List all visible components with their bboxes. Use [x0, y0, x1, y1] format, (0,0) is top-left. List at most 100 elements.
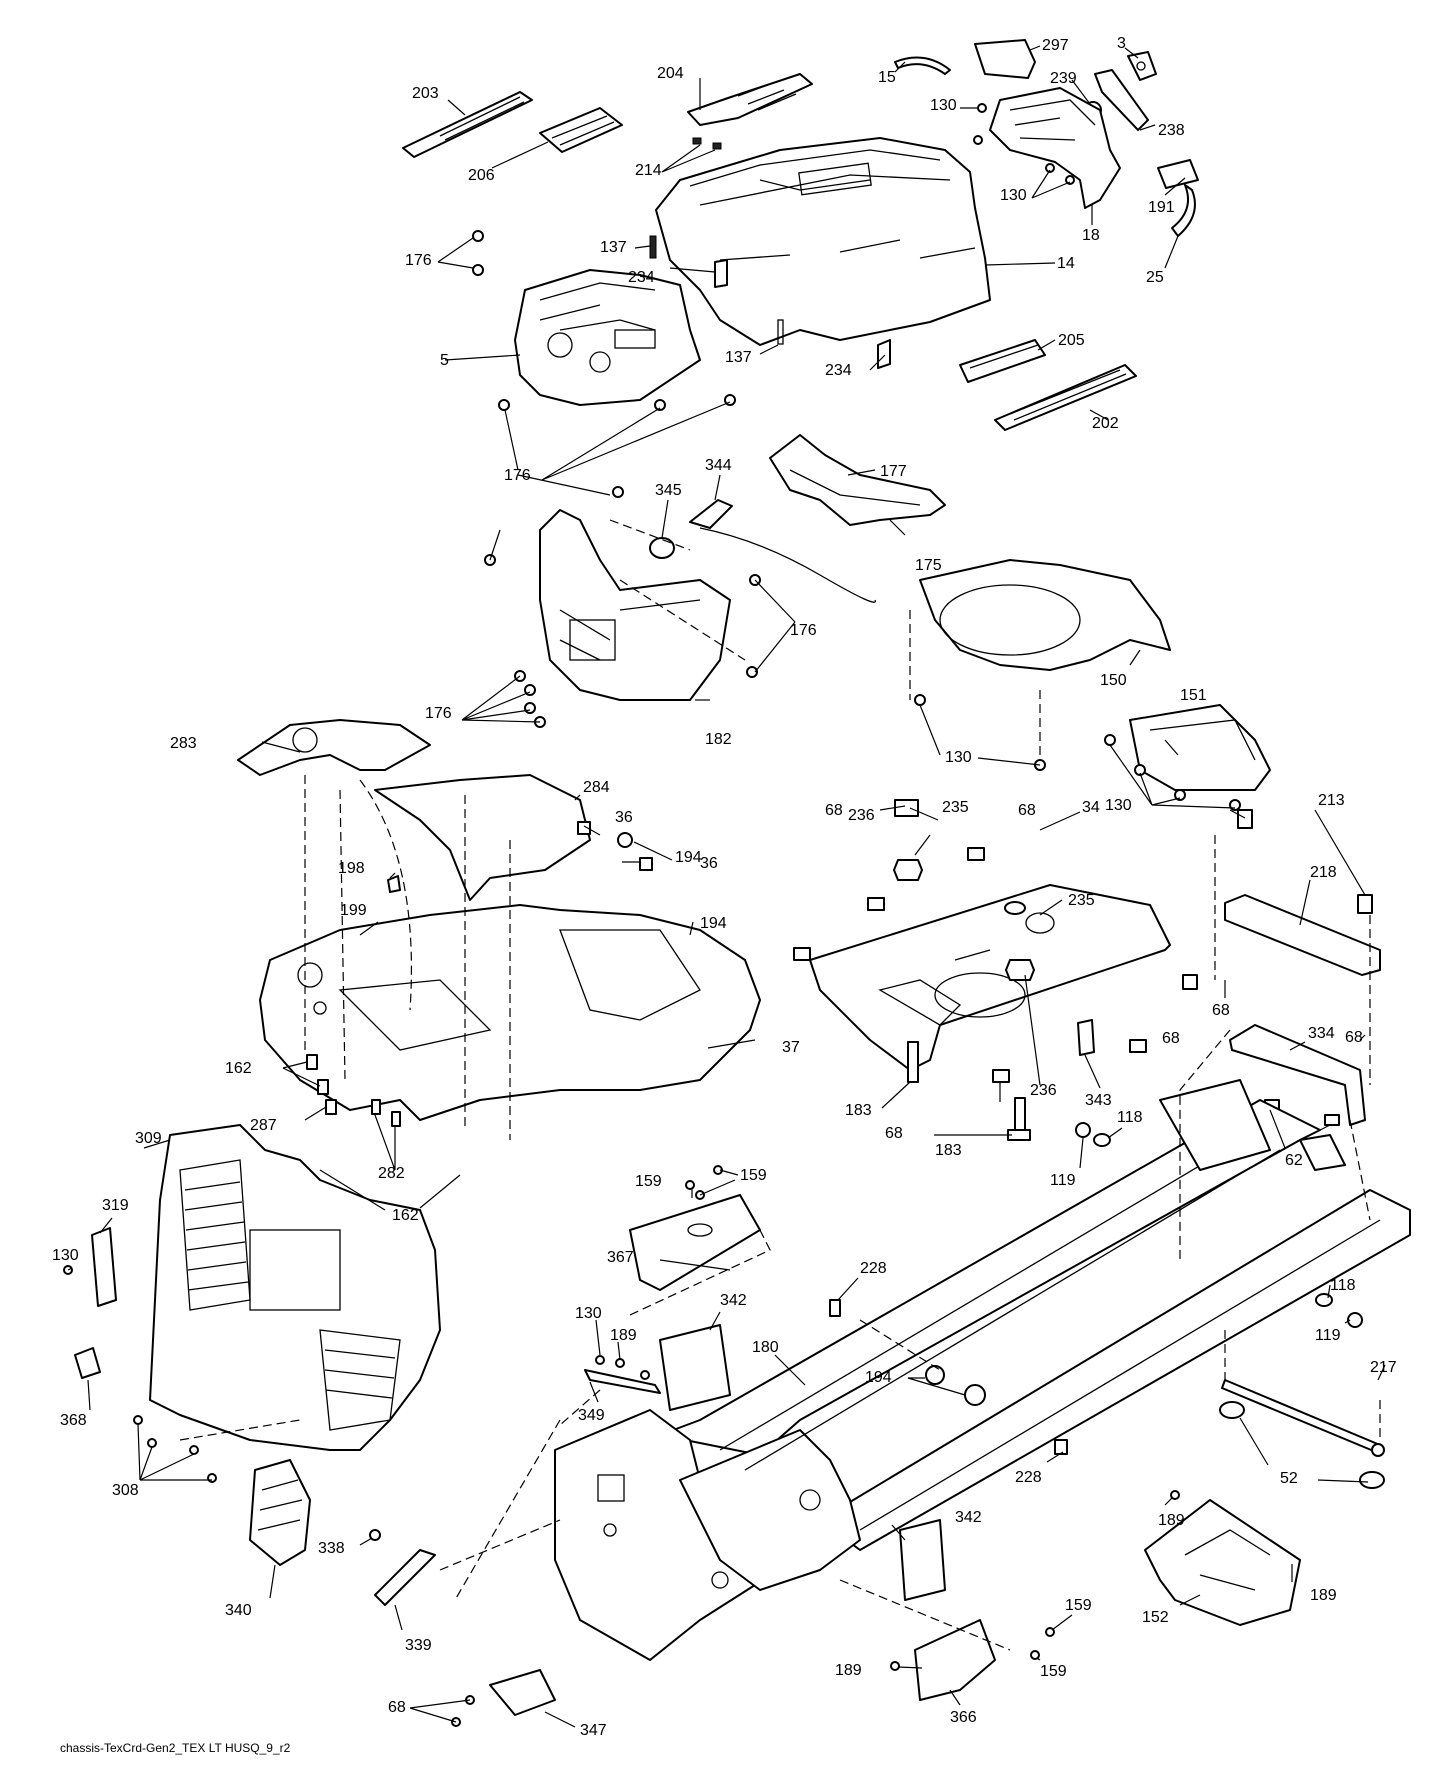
part-191-cap: [1157, 159, 1199, 189]
part-213-bolts: [1237, 809, 1373, 914]
part-119-nuts: [1075, 1122, 1363, 1328]
label-176d: 176: [425, 705, 452, 722]
label-130a: 130: [930, 97, 957, 114]
label-137b: 137: [725, 349, 752, 366]
label-25: 25: [1146, 269, 1164, 286]
part-14-hood: [655, 137, 991, 346]
part-283-fender-top: [237, 719, 431, 776]
label-175: 175: [915, 557, 942, 574]
label-130f: 130: [575, 1305, 602, 1322]
part-284-seat: [374, 774, 591, 901]
part-52-bushings: [1219, 1401, 1385, 1489]
label-309: 309: [135, 1130, 162, 1147]
part-234-pad: [714, 259, 891, 369]
label-162a: 162: [225, 1060, 252, 1077]
label-194a: 194: [675, 849, 702, 866]
part-342-bracket-lower: [899, 1519, 946, 1601]
label-338: 338: [318, 1540, 345, 1557]
label-214: 214: [635, 162, 662, 179]
label-366: 366: [950, 1709, 977, 1726]
label-234b: 234: [825, 362, 852, 379]
label-205: 205: [1058, 332, 1085, 349]
label-189a: 189: [610, 1327, 637, 1344]
part-297-cap: [974, 39, 1036, 79]
label-342a: 342: [720, 1292, 747, 1309]
part-150-shroud: [919, 559, 1171, 671]
part-137-strip: [649, 235, 784, 345]
part-287-bolt: [325, 1099, 337, 1115]
part-205-grille: [959, 339, 1046, 383]
label-308: 308: [112, 1482, 139, 1499]
part-319-pad: [91, 1227, 117, 1307]
label-191: 191: [1148, 199, 1175, 216]
label-176b: 176: [504, 467, 531, 484]
part-368-pad: [74, 1347, 101, 1379]
part-347-bracket: [451, 1669, 556, 1727]
label-183a: 183: [845, 1102, 872, 1119]
label-68f: 68: [885, 1125, 903, 1142]
part-339-lever: [374, 1549, 436, 1606]
label-118a: 118: [1117, 1109, 1143, 1126]
label-62: 62: [1285, 1152, 1303, 1169]
label-5: 5: [440, 352, 449, 369]
label-34: 34: [1082, 799, 1100, 816]
part-3-emblem: [1127, 51, 1157, 81]
part-25-strap: [1171, 184, 1196, 237]
label-151: 151: [1180, 687, 1207, 704]
part-5-dash: [514, 269, 701, 406]
label-152: 152: [1142, 1609, 1169, 1626]
part-366-bracket: [914, 1619, 996, 1701]
label-203: 203: [412, 85, 439, 102]
label-68a: 68: [825, 802, 843, 819]
label-283: 283: [170, 735, 197, 752]
label-68g: 68: [388, 1699, 406, 1716]
part-343-clip: [1077, 1019, 1095, 1056]
part-349-strap: [584, 1369, 661, 1394]
part-labels: 3 5 14 15 18 25 34 36 36 37 52 62 68 68 …: [52, 35, 1397, 1739]
label-68e: 68: [1162, 1030, 1180, 1047]
label-177: 177: [880, 463, 907, 480]
part-194-nuts-frame: [925, 1365, 986, 1406]
label-137a: 137: [600, 239, 627, 256]
part-309-front-panel: [149, 1124, 441, 1451]
part-175-bracket: [769, 434, 946, 526]
part-198-clip: [387, 875, 401, 893]
leader-lines: [67, 45, 1386, 1728]
part-180-frame: [554, 1079, 1411, 1661]
label-194b: 194: [700, 915, 727, 932]
part-342-bracket-upper: [659, 1324, 731, 1411]
label-339: 339: [405, 1637, 432, 1654]
label-159d: 159: [1040, 1663, 1067, 1680]
label-235a: 235: [942, 799, 969, 816]
label-287: 287: [250, 1117, 277, 1134]
label-159c: 159: [1065, 1597, 1092, 1614]
part-228-pins: [829, 1299, 1068, 1455]
part-203-grille-strip: [402, 91, 533, 158]
label-159a: 159: [740, 1167, 767, 1184]
label-342b: 342: [955, 1509, 982, 1526]
label-119a: 119: [1050, 1172, 1076, 1189]
label-130e: 130: [52, 1247, 79, 1264]
part-338-bolt: [369, 1529, 381, 1541]
label-14: 14: [1057, 255, 1075, 272]
label-189d: 189: [835, 1662, 862, 1679]
part-308-screws: [133, 1415, 217, 1483]
label-367: 367: [607, 1249, 634, 1266]
part-238-side-cover: [1094, 69, 1149, 131]
label-236a: 236: [848, 807, 875, 824]
label-297: 297: [1042, 37, 1069, 54]
assembly-dashed-lines: [179, 519, 1381, 1651]
label-18: 18: [1082, 227, 1100, 244]
part-218-bracket: [1224, 894, 1381, 976]
label-183b: 183: [935, 1142, 962, 1159]
label-68b: 68: [1018, 802, 1036, 819]
part-206-vent: [539, 107, 623, 153]
label-194c: 194: [865, 1369, 892, 1386]
part-182-lower-dash: [539, 509, 731, 701]
label-198: 198: [338, 860, 365, 877]
label-130b: 130: [1000, 187, 1027, 204]
label-182: 182: [705, 731, 732, 748]
label-189c: 189: [1310, 1587, 1337, 1604]
part-34-mount-plate: [809, 884, 1171, 1071]
